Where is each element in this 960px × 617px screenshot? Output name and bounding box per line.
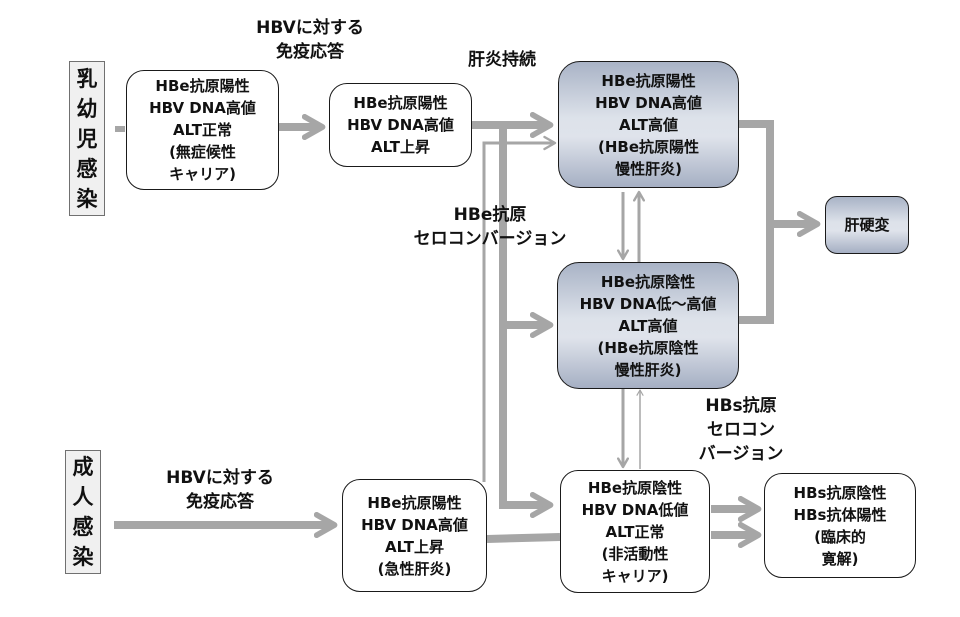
node-line: (非活動性 [601,544,669,563]
infant-infection-label: 乳 幼 児 感 染 [69,61,105,216]
immune-response-label-bottom: HBVに対する 免疫応答 [150,466,290,514]
arrow-chronic-to-cirrhosis [739,120,774,324]
label-line: HBe抗原 [453,205,527,225]
adult-infection-label: 成 人 感 染 [65,450,101,574]
node-hbe-positive-alt-rise: HBe抗原陽性 HBV DNA高値 ALT上昇 [329,83,472,167]
arrow-acute-to-chronic [482,135,557,482]
immune-response-label-top: HBVに対する 免疫応答 [240,16,380,64]
label-line: 免疫応答 [186,492,254,512]
node-line: HBe抗原陽性 [601,71,696,90]
node-line: (無症候性 [169,143,236,161]
node-line: (HBe抗原陰性 [597,338,699,357]
node-line: HBV DNA高値 [361,515,468,534]
node-line: (HBe抗原陽性 [597,137,700,156]
node-line: HBe抗原陽性 [155,77,250,95]
node-line: 寛解) [821,549,859,568]
label-line: セロコン [707,420,775,440]
node-asymptomatic-carrier: HBe抗原陽性 HBV DNA高値 ALT正常 (無症候性 キャリア) [126,70,279,190]
arrow-trunk-seroconversion [499,125,548,505]
node-line: HBe抗原陽性 [353,94,448,112]
label-line: セロコンバージョン [413,229,567,249]
node-line: 慢性肝炎) [614,360,682,379]
node-line: HBe抗原陰性 [587,478,683,497]
node-line: ALT高値 [618,316,678,335]
node-line: キャリア) [169,165,236,183]
node-line: HBV DNA高値 [149,99,256,117]
node-line: ALT正常 [173,121,232,139]
label-line: 免疫応答 [276,42,344,62]
infant-char: 染 [76,186,98,211]
hbs-seroconversion-label: HBs抗原 セロコン バージョン [686,394,796,466]
node-line: HBe抗原陰性 [600,272,696,291]
node-hbe-positive-chronic-hepatitis: HBe抗原陽性 HBV DNA高値 ALT高値 (HBe抗原陽性 慢性肝炎) [558,61,739,188]
label-line: HBVに対する [256,18,364,38]
node-line: キャリア) [601,566,669,585]
node-hbe-negative-chronic-hepatitis: HBe抗原陰性 HBV DNA低～高値 ALT高値 (HBe抗原陰性 慢性肝炎) [557,262,739,389]
label-line: HBs抗原 [705,396,777,416]
label-line: HBVに対する [166,468,274,488]
node-line: HBV DNA高値 [595,93,702,112]
node-line: ALT上昇 [385,537,444,556]
label-line: 肝炎持続 [468,50,536,70]
node-acute-hepatitis: HBe抗原陽性 HBV DNA高値 ALT上昇 (急性肝炎) [342,479,487,592]
infant-char: 幼 [76,96,98,121]
label-line: バージョン [698,444,784,464]
adult-char: 感 [72,515,94,539]
adult-char: 人 [72,485,94,509]
infant-char: 感 [76,156,98,181]
hbe-seroconversion-label: HBe抗原 セロコンバージョン [390,203,590,251]
node-line: HBV DNA低値 [581,500,689,519]
adult-char: 染 [72,545,94,569]
node-line: 肝硬変 [844,216,890,234]
node-line: HBe抗原陽性 [367,493,462,512]
node-line: ALT高値 [619,115,678,134]
node-line: 慢性肝炎) [615,159,682,178]
node-line: ALT正常 [605,522,665,541]
node-line: HBV DNA低～高値 [579,294,717,313]
node-line: ALT上昇 [371,138,430,156]
node-clinical-remission: HBs抗原陰性 HBs抗体陽性 (臨床的 寛解) [764,473,916,578]
node-inactive-carrier: HBe抗原陰性 HBV DNA低値 ALT正常 (非活動性 キャリア) [560,470,710,593]
node-line: HBs抗体陽性 [793,505,887,524]
node-line: (臨床的 [814,527,866,546]
node-cirrhosis: 肝硬変 [825,196,909,254]
node-line: HBV DNA高値 [347,116,454,134]
hepatitis-persist-label: 肝炎持続 [452,48,552,72]
arrow-acute-to-inactive [486,533,561,543]
infant-char: 児 [76,126,98,151]
infant-char: 乳 [76,66,98,91]
adult-char: 成 [72,455,94,479]
node-line: HBs抗原陰性 [793,483,887,502]
node-line: (急性肝炎) [377,559,452,578]
